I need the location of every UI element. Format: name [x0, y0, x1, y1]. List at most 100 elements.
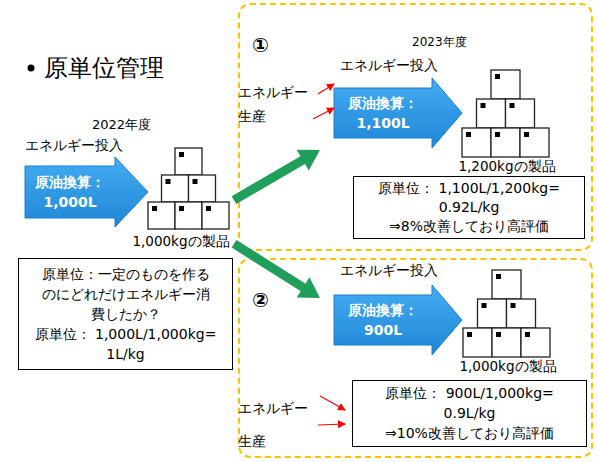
box-outline: [162, 175, 189, 202]
product-box: [507, 299, 536, 328]
product-stack: 1,000kgの製品: [128, 146, 234, 250]
box-tag: [206, 206, 211, 211]
box-tag: [524, 132, 529, 137]
energy-input-label: エネルギー投入: [340, 262, 438, 280]
title-bullet: [28, 65, 35, 72]
product-illustration: [128, 146, 234, 233]
box-outline: [202, 202, 229, 229]
node-text: 原油換算： 1,100L: [342, 93, 424, 133]
box-outline: [520, 128, 549, 157]
arrow-shape: [334, 78, 462, 148]
calculation-box: 原単位： 900L/1,000kg= 0.9L/kg⇒10%改善しており高評価: [352, 380, 587, 447]
product-stack: 1,200kgの製品: [452, 68, 562, 174]
box-tag: [525, 332, 530, 337]
product-box: [492, 328, 521, 357]
box-tag: [481, 103, 486, 108]
arrow-text-area: 原油換算： 900L: [334, 295, 432, 345]
product-stack: 1,000kgの製品: [453, 268, 563, 374]
energy-input-arrow: 原油換算： 1,000L: [25, 157, 148, 227]
flow-arrow: [234, 150, 320, 200]
product-box: [492, 270, 521, 299]
caption-area: 1,000kgの製品: [128, 233, 234, 249]
node-text: 1,200kgの製品: [458, 158, 555, 174]
box-tag: [179, 152, 184, 157]
box-outline: [491, 128, 520, 157]
box-outline: [148, 202, 175, 229]
product-box: [477, 99, 506, 128]
product-box: [506, 99, 535, 128]
product-box: [189, 175, 216, 202]
box-outline: [175, 202, 202, 229]
product-box: [521, 328, 550, 357]
node-text: 原油換算： 1,000L: [29, 172, 111, 212]
box-outline: [175, 148, 202, 175]
flow-arrow: [234, 244, 320, 298]
product-illustration: [452, 68, 562, 158]
node-text: 1,000kgの製品: [132, 233, 229, 249]
product-box: [148, 202, 175, 229]
scenario-panel: ② 原油換算： 900L 1,000kgの製品原単位： 900L/1,000kg= …: [238, 258, 593, 458]
node-text: 1,000kgの製品: [459, 358, 556, 374]
box-tag: [495, 74, 500, 79]
node-text: ⇒10%改善しており高評価: [356, 423, 584, 443]
product-box: [491, 70, 520, 99]
box-outline: [506, 99, 535, 128]
energy-production-label: エネルギー 生産: [238, 80, 312, 128]
arrow-outline: [25, 157, 148, 227]
box-tag: [467, 332, 472, 337]
node-text: ①: [252, 33, 269, 57]
year-label: 2023年度: [412, 34, 467, 51]
box-tag: [152, 206, 157, 211]
node-text: 原単位： 1,100L/1,200kg= 0.92L/kg: [367, 179, 572, 217]
arrow-head: [297, 277, 320, 298]
product-box: [491, 128, 520, 157]
product-box: [175, 202, 202, 229]
product-box: [202, 202, 229, 229]
box-tag: [496, 274, 501, 279]
box-outline: [477, 99, 506, 128]
box-outline: [491, 70, 520, 99]
energy-input-label: エネルギー投入: [25, 137, 123, 155]
caption-area: 1,200kgの製品: [452, 158, 562, 174]
arrow-shape: [25, 157, 148, 227]
box-outline: [492, 270, 521, 299]
arrow-shape: [334, 285, 462, 355]
box-outline: [521, 328, 550, 357]
box-tag: [510, 103, 515, 108]
box-tag: [179, 206, 184, 211]
box-outline: [507, 299, 536, 328]
energy-production-label: エネルギー 生産: [238, 392, 312, 458]
product-box: [162, 175, 189, 202]
red-pointer: [313, 108, 334, 119]
calculation-box: 原単位： 1,100L/1,200kg= 0.92L/kg⇒8%改善しており高評…: [353, 176, 585, 239]
arrow-outline: [334, 78, 462, 148]
energy-input-arrow: 原油換算： 900L: [334, 285, 462, 355]
energy-input-label: エネルギー投入: [340, 57, 438, 75]
node-text: ②: [252, 288, 269, 312]
panel-number-area: ②: [252, 288, 269, 312]
red-pointer: [318, 84, 334, 94]
node-text: ⇒8%改善しており高評価: [357, 217, 582, 236]
arrow-text-area: 原油換算： 1,000L: [25, 166, 115, 218]
product-box: [462, 128, 491, 157]
red-pointer: [320, 396, 345, 410]
box-tag: [511, 303, 516, 308]
box-tag: [495, 132, 500, 137]
node-text: 原単位： 1,000L/1,000kg= 1L/kg: [28, 324, 223, 364]
page-title: 原単位管理: [44, 52, 164, 84]
box-outline: [478, 299, 507, 328]
box-outline: [492, 328, 521, 357]
box-outline: [463, 328, 492, 357]
year-label: 2022年度: [92, 116, 151, 134]
product-box: [478, 299, 507, 328]
product-illustration: [453, 268, 563, 358]
box-outline: [462, 128, 491, 157]
box-tag: [496, 332, 501, 337]
box-tag: [193, 179, 198, 184]
box-tag: [466, 132, 471, 137]
product-box: [463, 328, 492, 357]
box-outline: [189, 175, 216, 202]
product-box: [175, 148, 202, 175]
connector-layer: [234, 150, 320, 298]
